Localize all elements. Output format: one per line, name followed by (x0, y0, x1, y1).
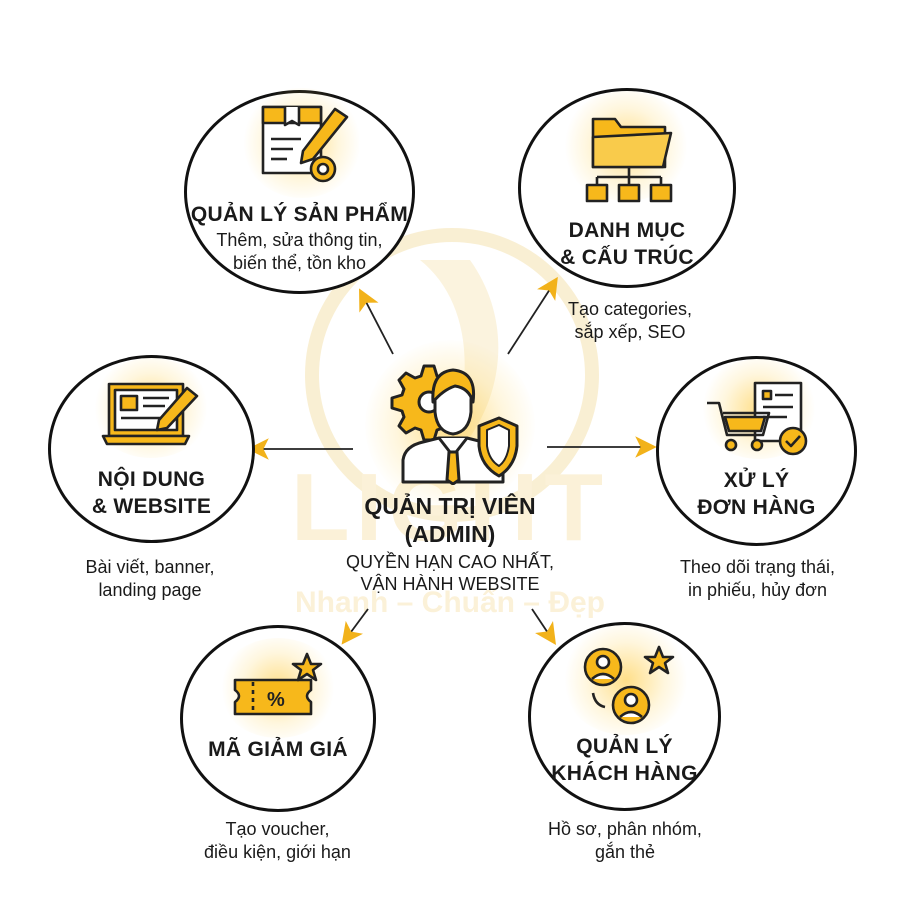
customers-title: QUẢN LÝ KHÁCH HÀNG (551, 735, 698, 785)
folder-tree-icon (585, 117, 673, 203)
node-customers: QUẢN LÝ KHÁCH HÀNG (528, 622, 721, 811)
arrow-to-customers (531, 608, 556, 645)
center-subtitle: QUYỀN HẠN CAO NHẤT, VẬN HÀNH WEBSITE (345, 552, 555, 594)
node-categories: DANH MỤC & CẤU TRÚC (518, 88, 736, 288)
products-desc: Thêm, sửa thông tin, biến thể, tồn kho (216, 230, 383, 273)
cart-invoice-check-icon (707, 381, 808, 456)
arrow-to-coupons (341, 608, 369, 645)
products-title: QUẢN LÝ SẢN PHẨM (190, 203, 409, 226)
categories-desc: Tạo categories, sắp xếp, SEO (567, 299, 693, 342)
svg-text:%: % (267, 689, 285, 711)
admin-gear-shield-icon (390, 364, 519, 485)
customers-desc: Hồ sơ, phân nhóm, gắn thẻ (548, 819, 702, 862)
content-title: NỘI DUNG & WEBSITE (91, 468, 212, 518)
center-title: QUẢN TRỊ VIÊN (ADMIN) (364, 493, 536, 547)
coupons-desc: Tạo voucher, điều kiện, giới hạn (204, 819, 351, 862)
orders-title: XỬ LÝ ĐƠN HÀNG (697, 469, 816, 519)
node-orders: XỬ LÝ ĐƠN HÀNG (656, 356, 857, 546)
coupons-title: MÃ GIẢM GIÁ (208, 738, 348, 761)
content-desc: Bài viết, banner, landing page (85, 557, 215, 600)
arrow-to-products (359, 288, 394, 355)
arrow-to-categories (507, 276, 558, 355)
categories-title: DANH MỤC & CẤU TRÚC (560, 219, 694, 269)
laptop-document-pencil-icon (101, 382, 199, 446)
node-products: QUẢN LÝ SẢN PHẨM Thêm, sửa thông tin, bi… (184, 88, 415, 294)
node-content: NỘI DUNG & WEBSITE (48, 355, 255, 543)
orders-desc: Theo dõi trạng thái, in phiếu, hủy đơn (679, 557, 836, 600)
product-box-pencil-gear-icon (261, 105, 349, 183)
ticket-percent-star-icon: % (233, 652, 323, 716)
users-star-icon (583, 645, 675, 725)
node-coupons: % MÃ GIẢM GIÁ (180, 625, 376, 812)
